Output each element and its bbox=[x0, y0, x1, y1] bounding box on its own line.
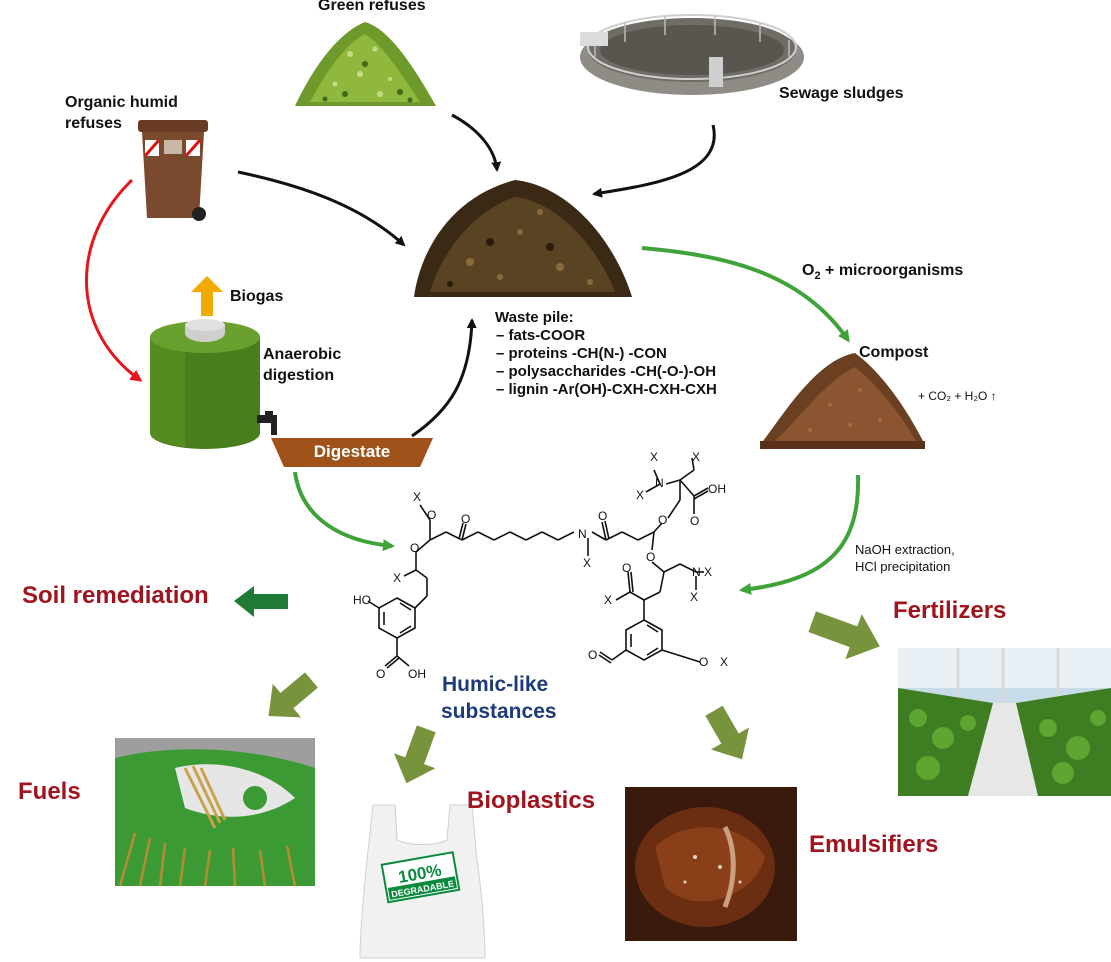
humic-substances-label-line1: Humic-like bbox=[442, 673, 549, 696]
arrow-digestate-to-pile bbox=[411, 318, 477, 438]
arrow-fuels bbox=[268, 672, 318, 718]
atom-x: X bbox=[720, 655, 729, 669]
biogas-label: Biogas bbox=[230, 288, 284, 305]
organic-waste-bin-image bbox=[138, 120, 208, 221]
waste-pile-image bbox=[414, 180, 632, 297]
anaerobic-digester-image bbox=[150, 319, 277, 449]
atom-o: O bbox=[461, 512, 471, 526]
fuels-label: Fuels bbox=[18, 778, 81, 805]
atom-o: O bbox=[588, 648, 598, 662]
arrow-soil-remediation bbox=[234, 586, 288, 617]
atom-o: O bbox=[699, 655, 709, 669]
arrow-pile-to-compost bbox=[641, 246, 850, 343]
compost-label: Compost bbox=[859, 344, 929, 361]
arrow-bin-to-digester bbox=[84, 178, 143, 382]
atom-o: O bbox=[690, 514, 700, 528]
organic-humid-refuses-label-line2: refuses bbox=[65, 115, 122, 132]
arrow-emulsifiers bbox=[705, 705, 750, 760]
extraction-label-line2: HCl precipitation bbox=[855, 559, 951, 574]
biogas-arrow bbox=[191, 276, 223, 316]
fuels-car-image bbox=[115, 738, 315, 886]
digestate-box bbox=[271, 438, 433, 467]
o2-microorganisms-label: O2 + microorganisms bbox=[802, 262, 964, 283]
anaerobic-digestion-label-line1: Anaerobic bbox=[263, 346, 342, 363]
atom-x: X bbox=[583, 556, 592, 570]
atom-x: X bbox=[692, 450, 701, 464]
atom-o: O bbox=[646, 550, 656, 564]
waste-pile-composition: Waste pile: – fats-COOR – proteins -CH(N… bbox=[495, 309, 717, 399]
anaerobic-digestion-label-line2: digestion bbox=[263, 367, 335, 384]
bioplastics-label: Bioplastics bbox=[467, 787, 596, 814]
arrow-compost-to-humic bbox=[739, 474, 861, 595]
fertilizers-label: Fertilizers bbox=[893, 597, 1007, 624]
green-refuses-label: Green refuses bbox=[318, 0, 426, 14]
atom-x: X bbox=[650, 450, 659, 464]
soil-remediation-label: Soil remediation bbox=[22, 582, 209, 609]
bioplastic-bag-image: 100% DEGRADABLE bbox=[359, 804, 486, 959]
atom-oh: OH bbox=[708, 482, 726, 496]
atom-o: O bbox=[658, 513, 668, 527]
co2-h2o-label: + CO₂ + H₂O ↑ bbox=[918, 389, 997, 403]
atom-o: O bbox=[410, 541, 420, 555]
emulsifiers-label: Emulsifiers bbox=[809, 831, 939, 858]
compost-image bbox=[760, 353, 925, 449]
atom-x: X bbox=[604, 593, 613, 607]
arrow-bin-to-pile bbox=[237, 170, 406, 247]
atom-n: N bbox=[655, 476, 664, 490]
organic-humid-refuses-label-line1: Organic humid bbox=[65, 94, 178, 111]
arrow-digestate-to-humic bbox=[293, 471, 395, 552]
atom-ho: HO bbox=[353, 593, 371, 607]
atom-x: X bbox=[636, 488, 645, 502]
extraction-label-line1: NaOH extraction, bbox=[855, 542, 955, 557]
digestate-label: Digestate bbox=[313, 442, 391, 461]
humic-molecule-structure bbox=[367, 457, 709, 669]
waste-pile-title: Waste pile: bbox=[495, 309, 574, 326]
humic-substances-label-line2: substances bbox=[441, 700, 557, 723]
fertilizers-greenhouse-image bbox=[898, 648, 1111, 796]
emulsifiers-image bbox=[625, 787, 797, 941]
atom-x: X bbox=[393, 571, 402, 585]
waste-pile-item: – polysaccharides -CH(-O-)-OH bbox=[496, 363, 717, 380]
atom-x: X bbox=[704, 565, 713, 579]
atom-o: O bbox=[598, 509, 608, 523]
atom-oh: OH bbox=[408, 667, 426, 681]
atom-o: O bbox=[376, 667, 386, 681]
sewage-sludges-label: Sewage sludges bbox=[779, 85, 904, 102]
atom-o: O bbox=[622, 561, 632, 575]
atom-o: O bbox=[427, 508, 437, 522]
waste-pile-item: – lignin -Ar(OH)-CXH-CXH-CXH bbox=[496, 381, 717, 398]
waste-pile-item: – proteins -CH(N-) -CON bbox=[496, 345, 667, 362]
atom-x: X bbox=[690, 590, 699, 604]
atom-n: N bbox=[692, 565, 701, 579]
atom-n: N bbox=[578, 527, 587, 541]
arrow-green-refuses-to-pile bbox=[451, 113, 502, 172]
green-refuses-image bbox=[295, 22, 436, 106]
atom-x: X bbox=[413, 490, 422, 504]
arrow-sludge-to-pile bbox=[592, 124, 716, 198]
waste-pile-item: – fats-COOR bbox=[496, 327, 586, 344]
arrow-bioplastics bbox=[393, 725, 436, 784]
sewage-sludge-tank-image bbox=[580, 14, 804, 95]
arrow-fertilizers bbox=[808, 611, 880, 660]
